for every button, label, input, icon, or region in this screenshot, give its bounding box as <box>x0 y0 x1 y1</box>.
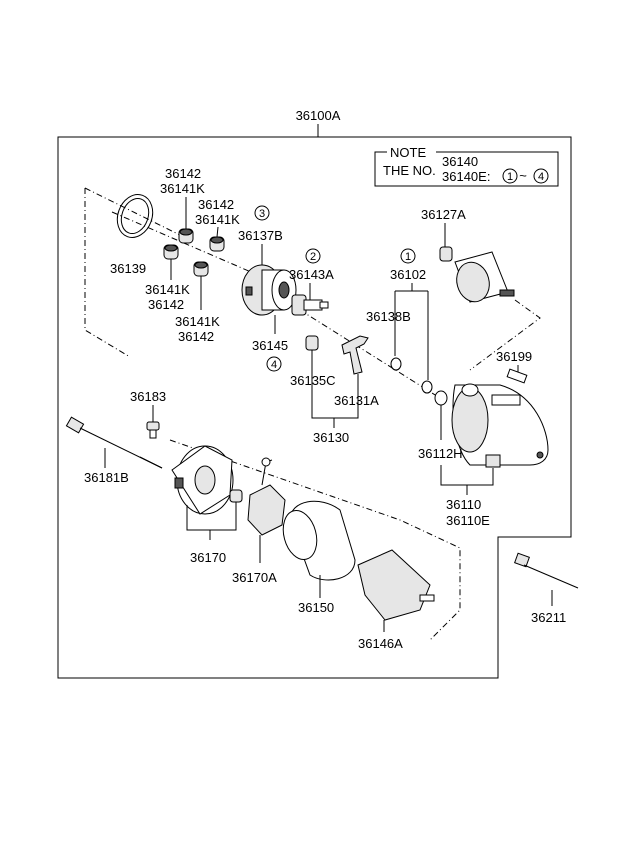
label-36211: 36211 <box>531 610 566 625</box>
label-36141k-d: 36141K <box>175 314 220 329</box>
label-36199: 36199 <box>496 349 532 364</box>
screw-36183 <box>146 421 160 439</box>
label-36141k-a: 36141K <box>160 181 205 196</box>
note-range-sep: ~ <box>519 168 527 183</box>
bracket-36170 <box>186 502 237 531</box>
snap-ring-36139 <box>116 194 154 238</box>
ref-circle-4-text: 4 <box>271 359 277 371</box>
label-36170a: 36170A <box>232 570 277 585</box>
planet-gear-4 <box>193 261 209 277</box>
note-range-from-circle <box>502 168 518 184</box>
bracket-36102 <box>394 283 429 380</box>
ref-circle-1-text: 1 <box>405 251 411 263</box>
front-housing-36110 <box>451 383 549 468</box>
ref-circle-3-text: 3 <box>259 208 265 220</box>
assembly-frame <box>57 136 572 679</box>
label-36138b: 36138B <box>366 309 411 324</box>
shift-lever-36131a <box>341 335 369 375</box>
label-36112h: 36112H <box>418 446 463 461</box>
ref-circle-2 <box>305 248 321 264</box>
armature-36146a <box>357 549 435 621</box>
rear-cover-36170 <box>171 445 234 515</box>
lever-holder-36135c <box>305 335 319 351</box>
through-bolt-36181b <box>65 416 163 469</box>
ref-circle-1 <box>400 248 416 264</box>
label-36170: 36170 <box>190 550 226 565</box>
note-box: NOTE THE NO. 36140 36140E: 1 ~ 4 <box>374 145 559 187</box>
label-36131a: 36131A <box>334 393 379 408</box>
note-title: NOTE <box>390 145 426 160</box>
bushing-36170 <box>229 489 243 503</box>
bushing-36112h <box>434 390 448 406</box>
label-36142-d: 36142 <box>178 329 214 344</box>
yoke-36150 <box>282 500 356 581</box>
label-36181b: 36181B <box>84 470 129 485</box>
label-36135c: 36135C <box>290 373 336 388</box>
note-range-to: 4 <box>538 171 544 183</box>
label-36141k-c: 36141K <box>145 282 190 297</box>
label-36127a: 36127A <box>421 207 466 222</box>
planet-carrier-36137b <box>241 264 297 316</box>
note-part-b: 36140E: <box>442 169 490 184</box>
label-36146a: 36146A <box>358 636 403 651</box>
planet-gear-2 <box>209 236 225 252</box>
planet-gear-1 <box>178 228 194 244</box>
planet-gear-3 <box>163 244 179 260</box>
solenoid-switch <box>454 251 515 303</box>
washer-36138b <box>390 357 402 371</box>
label-36110: 36110 <box>446 497 481 512</box>
ref-circle-4 <box>266 356 282 372</box>
plunger-36127a <box>439 246 453 262</box>
label-36183: 36183 <box>130 389 166 404</box>
label-36110e: 36110E <box>446 513 490 528</box>
label-36143a: 36143A <box>289 267 334 282</box>
label-36142-b: 36142 <box>198 197 234 212</box>
brush-holder-36170a <box>247 457 286 536</box>
label-36150: 36150 <box>298 600 334 615</box>
bolt-36211 <box>514 552 579 589</box>
washer-36102 <box>421 380 433 394</box>
alignment-line-right <box>469 299 541 371</box>
bracket-36110 <box>440 465 494 486</box>
label-36139: 36139 <box>110 261 146 276</box>
bolt-36199 <box>506 368 528 384</box>
label-36145: 36145 <box>252 338 288 353</box>
note-range-to-circle <box>533 168 549 184</box>
pinion-shaft-36143a <box>291 294 329 316</box>
ref-circle-2-text: 2 <box>310 251 316 263</box>
note-prefix: THE NO. <box>383 163 436 178</box>
label-36130: 36130 <box>313 430 349 445</box>
leader-gear-2 <box>216 226 219 238</box>
ref-circle-3 <box>254 205 270 221</box>
label-36142-c: 36142 <box>148 297 184 312</box>
label-36102: 36102 <box>390 267 426 282</box>
note-range-from: 1 <box>507 171 513 183</box>
note-part-a: 36140 <box>442 154 478 169</box>
label-36141k-b: 36141K <box>195 212 240 227</box>
assembly-number: 36100A <box>296 108 341 123</box>
bracket-36130 <box>311 350 359 419</box>
label-36142-a: 36142 <box>165 166 201 181</box>
label-36137b: 36137B <box>238 228 283 243</box>
